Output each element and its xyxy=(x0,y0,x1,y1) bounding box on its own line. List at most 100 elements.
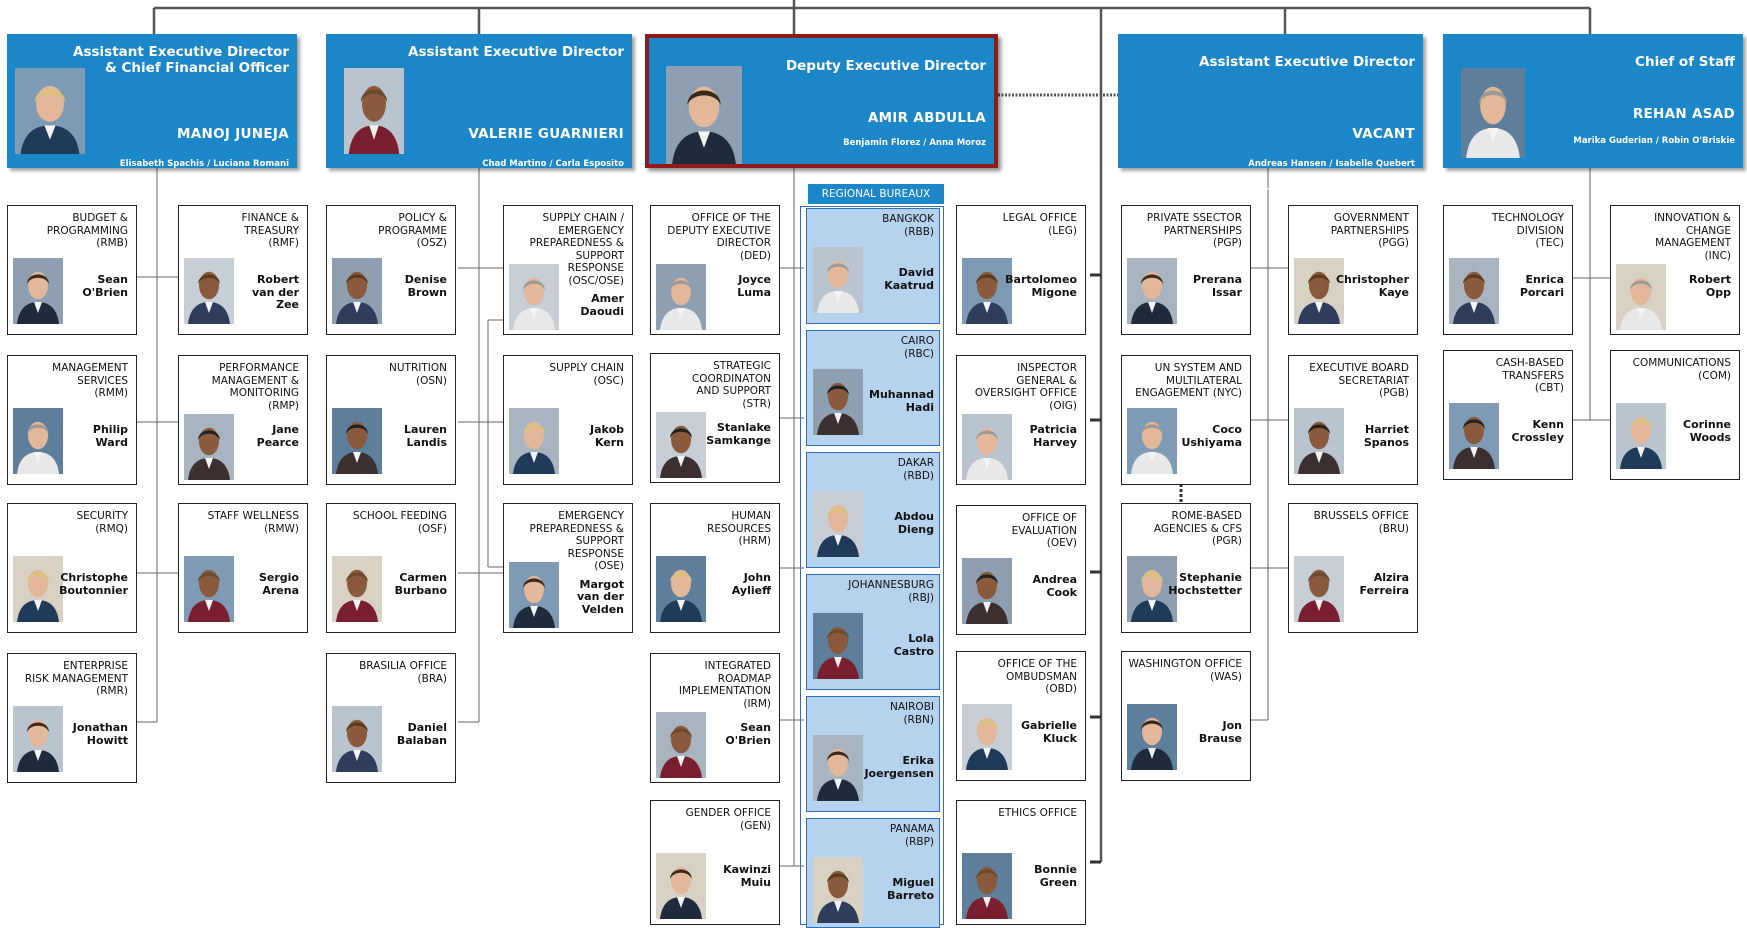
unit-box: COMMUNICATIONS (COM) Corinne Woods xyxy=(1610,350,1740,480)
unit-label: DAKAR (RBD) xyxy=(897,457,934,482)
person-name: Alzira Ferreira xyxy=(1359,571,1409,597)
portrait-photo xyxy=(1294,556,1344,622)
person-name: Margot van der Velden xyxy=(576,577,624,616)
portrait-photo xyxy=(1127,556,1177,622)
unit-box: EXECUTIVE BOARD SECRETARIAT (PGB)Harriet… xyxy=(1288,355,1418,485)
unit-label: PERFORMANCE MANAGEMENT & MONITORING (RMP… xyxy=(211,362,299,412)
unit-box: ENTERPRISE RISK MANAGEMENT (RMR)Jonathan… xyxy=(7,653,137,783)
unit-box: STRATEGIC COORDINATON AND SUPPORT (STR)S… xyxy=(650,353,780,483)
portrait-photo xyxy=(962,558,1012,624)
portrait-photo xyxy=(1127,258,1177,324)
unit-box: LEGAL OFFICE (LEG)Bartolomeo Migone xyxy=(956,205,1086,335)
portrait-photo xyxy=(13,258,63,324)
person-name: Sean O'Brien xyxy=(725,721,771,747)
person-name: Corinne Woods xyxy=(1683,418,1731,444)
unit-label: GOVERNMENT PARTNERSHIPS (PGG) xyxy=(1330,212,1409,249)
person-name: Amer Daoudi xyxy=(580,292,624,318)
person-name: Erika Joergensen xyxy=(864,754,934,780)
header-title: Chief of Staff xyxy=(1635,54,1735,70)
portrait-photo xyxy=(962,258,1012,324)
unit-box: STAFF WELLNESS (RMW)Sergio Arena xyxy=(178,503,308,633)
regional-bureau-box: JOHANNESBURG (RBJ)Lola Castro xyxy=(806,574,940,690)
unit-label: CASH-BASED TRANSFERS (CBT) xyxy=(1495,357,1564,394)
header-assistants: Marika Guderian / Robin O'Briskie xyxy=(1573,136,1735,146)
unit-label: INNOVATION & CHANGE MANAGEMENT (INC) xyxy=(1654,212,1731,262)
unit-label: EXECUTIVE BOARD SECRETARIAT (PGB) xyxy=(1309,362,1409,399)
unit-label: COMMUNICATIONS (COM) xyxy=(1632,357,1731,382)
unit-label: STAFF WELLNESS (RMW) xyxy=(207,510,299,535)
person-name: Sean O'Brien xyxy=(82,273,128,299)
portrait-photo xyxy=(509,408,559,474)
unit-box: BRUSSELS OFFICE (BRU) Alzira Ferreira xyxy=(1288,503,1418,633)
unit-label: INTEGRATED ROADMAP IMPLEMENTATION (IRM) xyxy=(678,660,771,710)
unit-label: WASHINGTON OFFICE (WAS) xyxy=(1128,658,1242,683)
header-box-1: Assistant Executive Director & Chief Fin… xyxy=(7,34,297,193)
unit-label: NAIROBI (RBN) xyxy=(890,701,934,726)
unit-box: SCHOOL FEEDING (OSF)Carmen Burbano xyxy=(326,503,456,633)
portrait-photo xyxy=(962,414,1012,480)
unit-label: HUMAN RESOURCES (HRM) xyxy=(707,510,771,547)
header-name: VACANT xyxy=(1352,126,1415,142)
header-title: Assistant Executive Director xyxy=(1199,54,1415,70)
unit-label: SUPPLY CHAIN / EMERGENCY PREPAREDNESS & … xyxy=(529,212,624,287)
portrait-photo xyxy=(656,556,706,622)
person-name: Philip Ward xyxy=(92,423,128,449)
unit-box: EMERGENCY PREPAREDNESS & SUPPORT RESPONS… xyxy=(503,503,633,633)
person-name: Christophe Boutonnier xyxy=(59,571,128,597)
person-name: Daniel Balaban xyxy=(396,721,447,747)
regional-bureau-box: CAIRO (RBC) Muhannad Hadi xyxy=(806,330,940,446)
portrait-photo xyxy=(184,258,234,324)
portrait-photo xyxy=(1127,408,1177,474)
header-assistants: Benjamin Florez / Anna Moroz xyxy=(843,138,986,148)
person-name: Enrica Porcari xyxy=(1519,273,1564,299)
unit-label: BANGKOK (RBB) xyxy=(882,213,934,238)
portrait-photo xyxy=(1616,403,1666,469)
portrait-photo xyxy=(656,853,706,919)
person-name: Bartolomeo Migone xyxy=(1005,273,1077,299)
portrait-photo xyxy=(184,556,234,622)
unit-label: CAIRO (RBC) xyxy=(900,335,934,360)
header-title: Deputy Executive Director xyxy=(785,58,986,74)
unit-box: BRASILIA OFFICE (BRA) Daniel Balaban xyxy=(326,653,456,783)
portrait-photo xyxy=(962,853,1012,919)
person-name: Patricia Harvey xyxy=(1029,423,1077,449)
unit-label: BRUSSELS OFFICE (BRU) xyxy=(1313,510,1409,535)
unit-label: SCHOOL FEEDING (OSF) xyxy=(352,510,447,535)
person-name: Kawinzi Muiu xyxy=(723,863,771,889)
person-name: Robert Opp xyxy=(1688,273,1731,299)
person-name: Lauren Landis xyxy=(404,423,447,449)
person-name: Jakob Kern xyxy=(590,423,624,449)
person-name: Prerana Issar xyxy=(1192,273,1242,299)
portrait-photo xyxy=(15,68,85,154)
unit-box: MANAGEMENT SERVICES (RMM)Philip Ward xyxy=(7,355,137,485)
header-department: RESOURCE MANAGEMENT xyxy=(166,183,289,193)
unit-label: PANAMA (RBP) xyxy=(889,823,934,848)
portrait-photo xyxy=(509,562,559,628)
portrait-photo xyxy=(332,706,382,772)
unit-label: EMERGENCY PREPAREDNESS & SUPPORT RESPONS… xyxy=(529,510,624,572)
portrait-photo xyxy=(666,66,742,164)
person-name: Lola Castro xyxy=(893,632,934,658)
unit-box: POLICY & PROGRAMME (OSZ)Denise Brown xyxy=(326,205,456,335)
unit-box: NUTRITION (OSN)Lauren Landis xyxy=(326,355,456,485)
unit-box: SECURITY (RMQ)Christophe Boutonnier xyxy=(7,503,137,633)
portrait-photo xyxy=(656,412,706,478)
header-name: REHAN ASAD xyxy=(1632,106,1735,122)
unit-label: BUDGET & PROGRAMMING (RMB) xyxy=(46,212,128,249)
unit-box: INNOVATION & CHANGE MANAGEMENT (INC) Robe… xyxy=(1610,205,1740,335)
unit-box: PRIVATE SSECTOR PARTNERSHIPS (PGP)Preran… xyxy=(1121,205,1251,335)
header-name: VALERIE GUARNIERI xyxy=(468,126,624,142)
unit-label: OFFICE OF THE DEPUTY EXECUTIVE DIRECTOR … xyxy=(667,212,771,262)
person-name: Muhannad Hadi xyxy=(869,388,934,414)
portrait-photo xyxy=(13,408,63,474)
unit-label: UN SYSTEM AND MULTILATERAL ENGAGEMENT (N… xyxy=(1135,362,1242,399)
regional-bureau-box: DAKAR (RBD)Abdou Dieng xyxy=(806,452,940,568)
regional-bureau-box: BANGKOK (RBB)David Kaatrud xyxy=(806,208,940,324)
unit-label: BRASILIA OFFICE (BRA) xyxy=(359,660,447,685)
unit-box: INTEGRATED ROADMAP IMPLEMENTATION (IRM) S… xyxy=(650,653,780,783)
portrait-photo xyxy=(509,264,559,330)
